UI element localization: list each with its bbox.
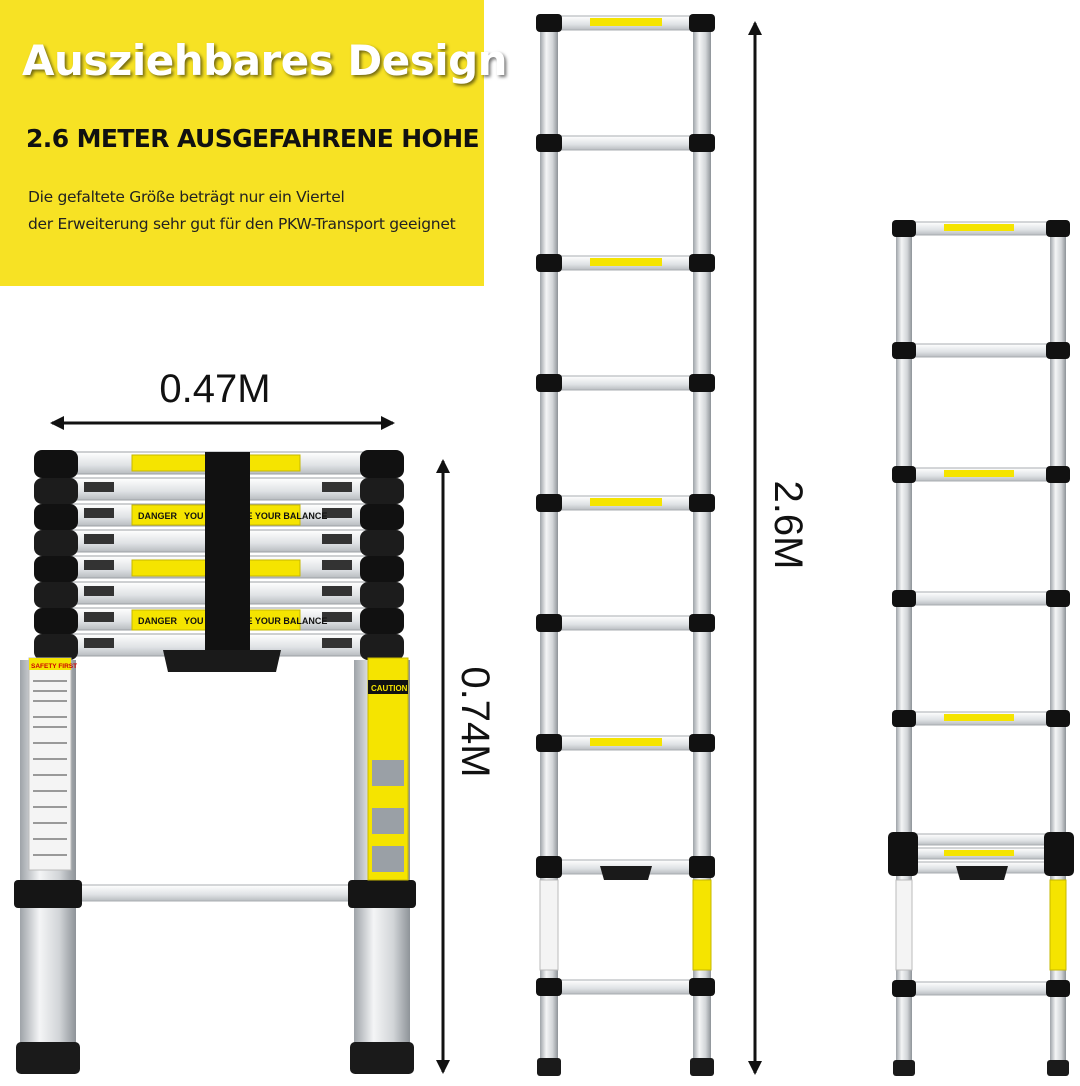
extended-ladder	[536, 14, 715, 1076]
folded-ladder: DANGER YOU CAN LOSE YOUR BALANCE DANGER …	[14, 450, 416, 1074]
partial-left-sticker	[895, 879, 913, 971]
banner-description-line-1: Die gefaltete Größe beträgt nur ein Vier…	[28, 188, 345, 206]
danger-text-2: DANGER	[138, 616, 178, 626]
extended-left-foot	[537, 1058, 561, 1076]
folded-height-dimension: 0.74M	[436, 459, 497, 1074]
extended-rung-caps	[536, 14, 715, 996]
folded-right-foot	[350, 1042, 414, 1074]
partial-right-sticker	[1049, 879, 1067, 971]
feature-banner: Ausziehbares Design 2.6 METER AUSGEFAHRE…	[0, 0, 508, 286]
folded-bottom-rung	[69, 884, 361, 902]
extended-rungs	[549, 15, 703, 995]
balance-text-2: YOU CAN LOSE YOUR BALANCE	[184, 616, 327, 626]
banner-description: Die gefaltete Größe beträgt nur ein Vier…	[28, 184, 456, 238]
partial-rung-caps	[888, 220, 1074, 997]
caution-sticker: CAUTION	[367, 657, 409, 881]
banner-subtitle: 2.6 METER AUSGEFAHRENE HOHE	[26, 124, 480, 153]
folded-right-caps	[360, 450, 404, 660]
safety-first-sticker: SAFETY FIRST	[28, 657, 77, 871]
partial-right-foot	[1047, 1060, 1069, 1076]
banner-description-line-2: der Erweiterung sehr gut für den PKW-Tra…	[28, 215, 456, 233]
balance-text-1: YOU CAN LOSE YOUR BALANCE	[184, 511, 327, 521]
folded-handle	[163, 650, 281, 672]
danger-text-1: DANGER	[138, 511, 178, 521]
banner-title: Ausziehbares Design	[22, 36, 508, 85]
safety-first-text: SAFETY FIRST	[31, 663, 77, 670]
extended-height-dimension: 2.6M	[748, 21, 810, 1075]
width-label: 0.47M	[159, 367, 270, 411]
folded-strap	[205, 452, 250, 654]
folded-left-foot	[16, 1042, 80, 1074]
width-dimension: 0.47M	[50, 367, 395, 430]
extended-left-sticker	[539, 879, 559, 971]
folded-left-caps	[34, 450, 78, 660]
extended-right-foot	[690, 1058, 714, 1076]
folded-bottom-clamp-left	[14, 880, 82, 908]
folded-bottom-clamp-right	[348, 880, 416, 908]
folded-height-label: 0.74M	[453, 666, 497, 777]
extended-left-rail	[540, 22, 558, 1072]
extended-right-sticker	[692, 879, 712, 971]
extended-height-label: 2.6M	[766, 481, 810, 570]
partial-left-foot	[893, 1060, 915, 1076]
caution-text: CAUTION	[371, 684, 408, 693]
partially-extended-ladder	[888, 220, 1074, 1076]
extended-right-rail	[693, 22, 711, 1072]
partial-handle	[956, 866, 1008, 880]
extended-handle	[600, 866, 652, 880]
